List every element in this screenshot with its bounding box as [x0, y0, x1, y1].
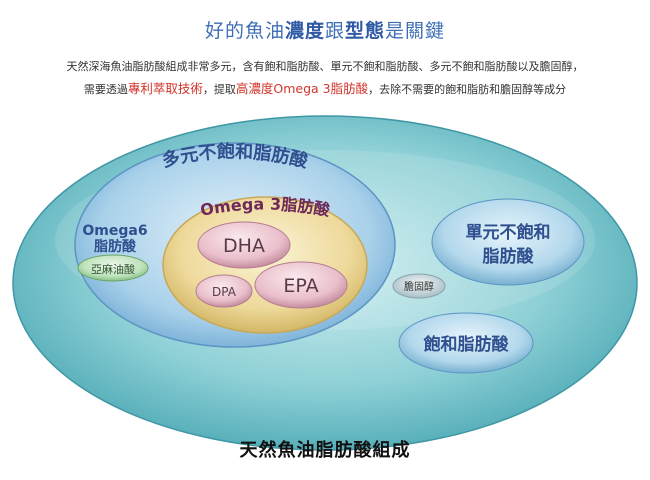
monounsaturated-label-line2: 脂肪酸: [483, 246, 535, 267]
monounsaturated-bubble: [431, 198, 585, 286]
title-emphasis-concentration: 濃度: [284, 20, 325, 42]
title-mid: 跟: [324, 20, 345, 42]
page-title: 好的魚油濃度跟型態是關鍵: [0, 16, 650, 43]
desc-text-c: ，去除不需要的飽和脂肪和膽固醇等成分: [368, 83, 567, 96]
linoleic-acid-bubble: [77, 254, 149, 282]
desc-highlight-patent: 專利萃取技術: [127, 81, 203, 96]
description-line-2: 需要透過專利萃取技術，提取高濃度Omega 3脂肪酸，去除不需要的飽和脂肪和膽固…: [0, 78, 650, 97]
omega6-label: Omega6: [82, 223, 147, 239]
title-emphasis-form: 型態: [345, 20, 386, 42]
dpa-bubble: [195, 274, 253, 308]
saturated-bubble: [398, 312, 534, 374]
dha-bubble: [197, 221, 291, 269]
desc-highlight-omega3: 高濃度Omega 3脂肪酸: [235, 81, 369, 96]
saturated-label: 飽和脂肪酸: [423, 334, 510, 355]
title-prefix: 好的魚油: [204, 20, 285, 42]
diagram-caption: 天然魚油脂肪酸組成: [239, 440, 411, 461]
dha-label: DHA: [223, 235, 265, 257]
dpa-label: DPA: [212, 285, 237, 299]
epa-bubble: [254, 261, 348, 309]
linoleic-acid-label: 亞麻油酸: [91, 262, 135, 276]
cholesterol-bubble: [392, 273, 446, 299]
cholesterol-label: 膽固醇: [404, 280, 434, 293]
description-line-1: 天然深海魚油脂肪酸組成非常多元，含有飽和脂肪酸、單元不飽和脂肪酸、多元不飽和脂肪…: [66, 60, 584, 73]
omega6-fatty-acid-label: 脂肪酸: [93, 238, 137, 255]
epa-label: EPA: [283, 275, 318, 297]
desc-text-b: ，提取: [202, 83, 236, 96]
title-suffix: 是關鍵: [385, 20, 446, 42]
desc-text-a: 需要透過: [83, 83, 128, 96]
monounsaturated-label-line1: 單元不飽和: [466, 222, 551, 243]
